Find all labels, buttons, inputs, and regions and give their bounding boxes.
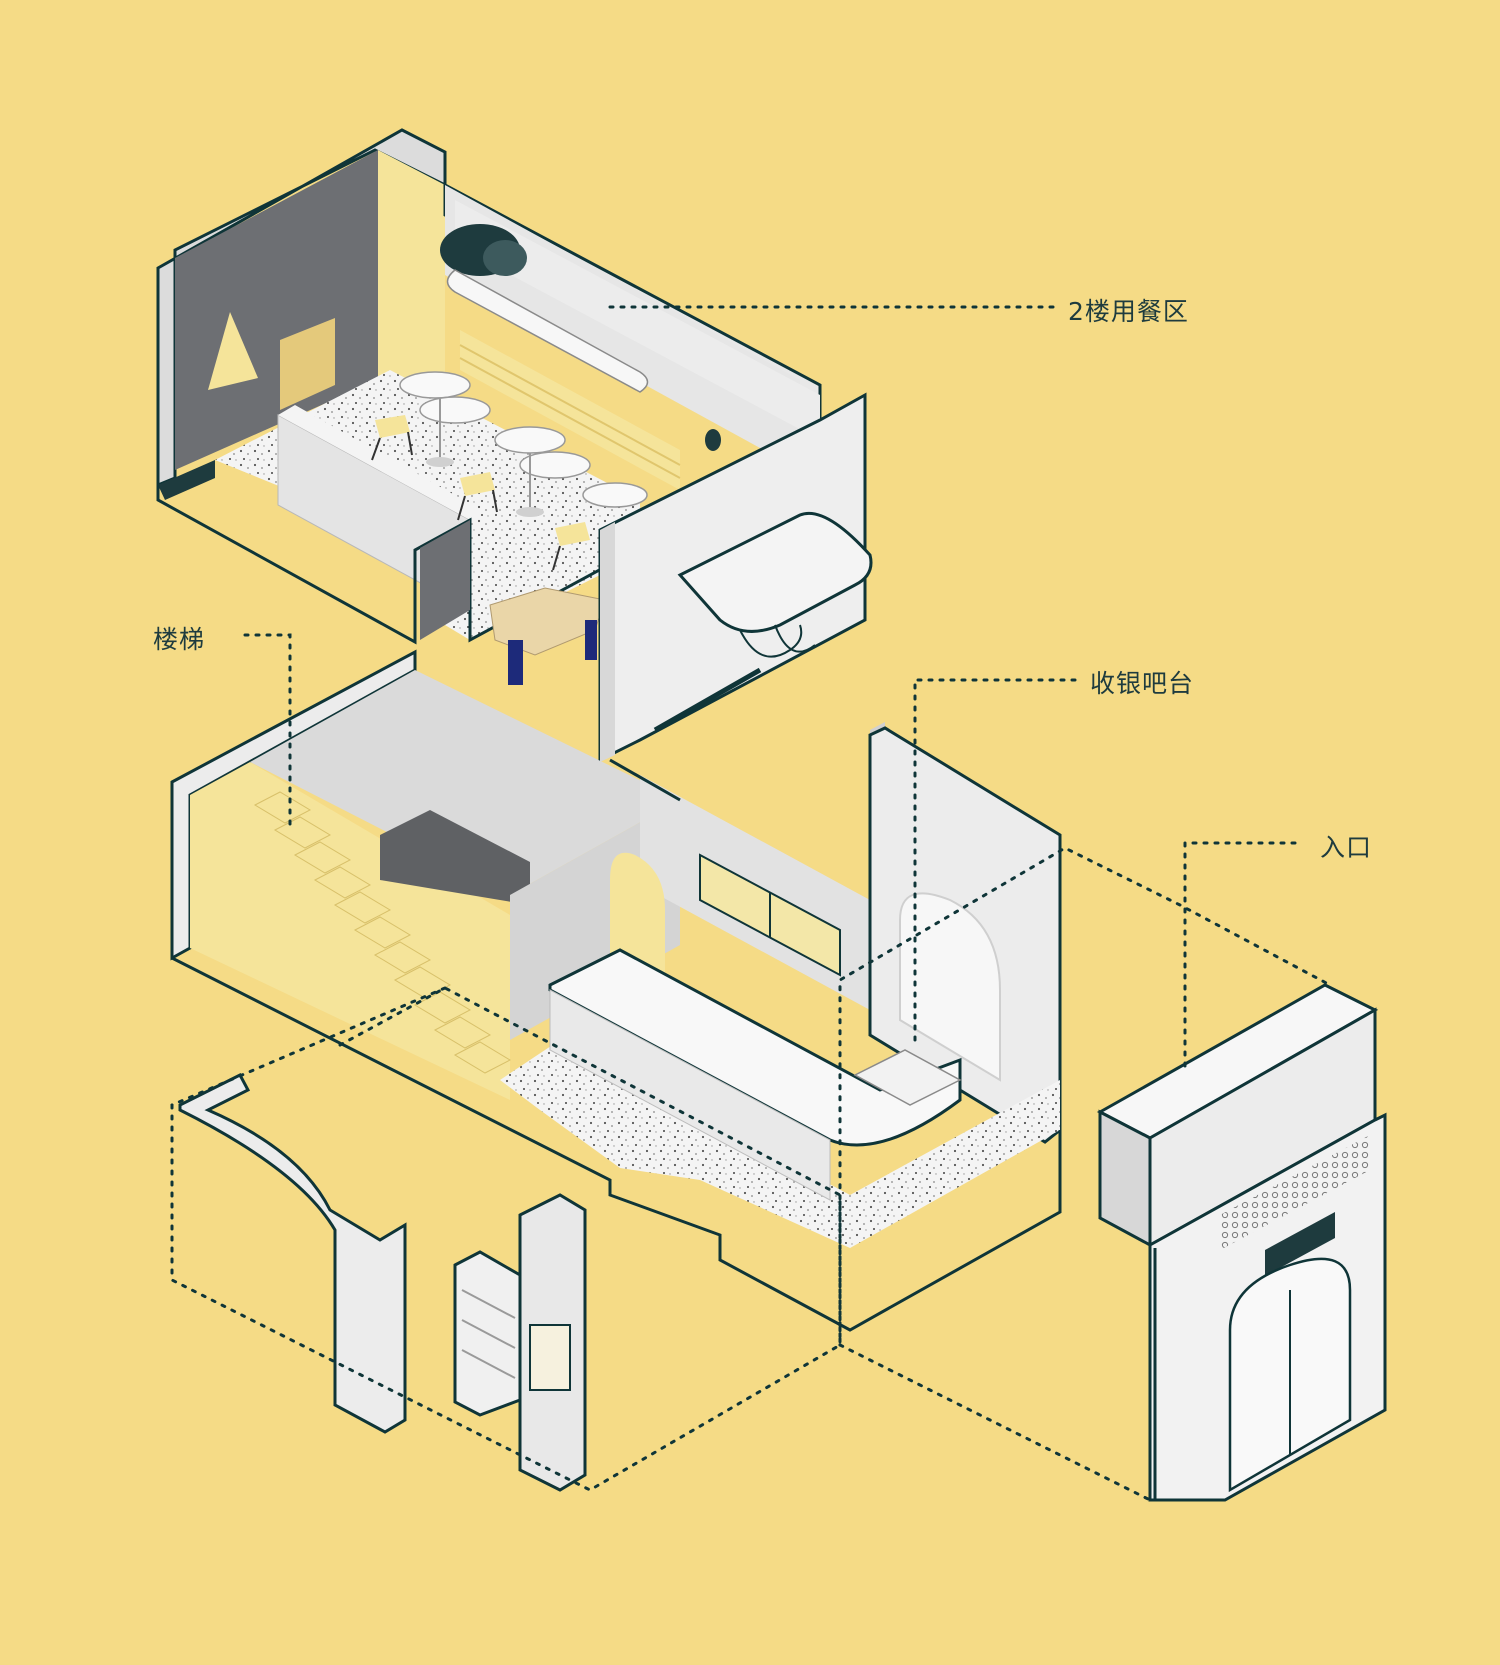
stair-yellow-wall: [190, 762, 510, 1100]
dotted-guides: [170, 305, 1332, 1502]
display-case: [853, 1049, 962, 1106]
upper-bench: [460, 330, 680, 490]
dining-tables: [399, 371, 648, 517]
light-bar: [446, 269, 649, 393]
label-cashier-bar: 收银吧台: [1090, 669, 1195, 698]
staircase: [253, 791, 512, 1074]
dining-chairs: [371, 415, 590, 571]
upper-wall-window: [455, 200, 820, 440]
stairwell-back-wall: [250, 670, 680, 895]
lattice-screen: [1220, 1135, 1370, 1250]
wall-curtain: [280, 318, 335, 410]
balcony-counter: [677, 511, 873, 633]
upper-floor-block: [156, 128, 873, 763]
ground-floor-outline: [171, 956, 1062, 1332]
wall-art-triangle: [208, 312, 258, 390]
poster-panel: [529, 1324, 571, 1391]
entrance-sign: [1265, 1212, 1335, 1276]
curved-wall-segment: [178, 1073, 407, 1434]
front-elements: [178, 983, 1387, 1502]
label-stairs: 楼梯: [153, 625, 206, 654]
leader-cashier: [913, 678, 1077, 1042]
ground-floor-block: [170, 649, 1062, 1332]
label-2f-dining: 2楼用餐区: [1068, 297, 1189, 326]
leader-stairs: [243, 633, 292, 832]
upper-grey-wall-panel: [175, 150, 378, 470]
upper-floor-outline: [156, 268, 641, 645]
arch-opening: [899, 892, 1001, 1082]
upper-yellow-column: [378, 150, 445, 420]
leader-entrance: [1183, 841, 1297, 1072]
label-entrance: 入口: [1320, 833, 1373, 862]
